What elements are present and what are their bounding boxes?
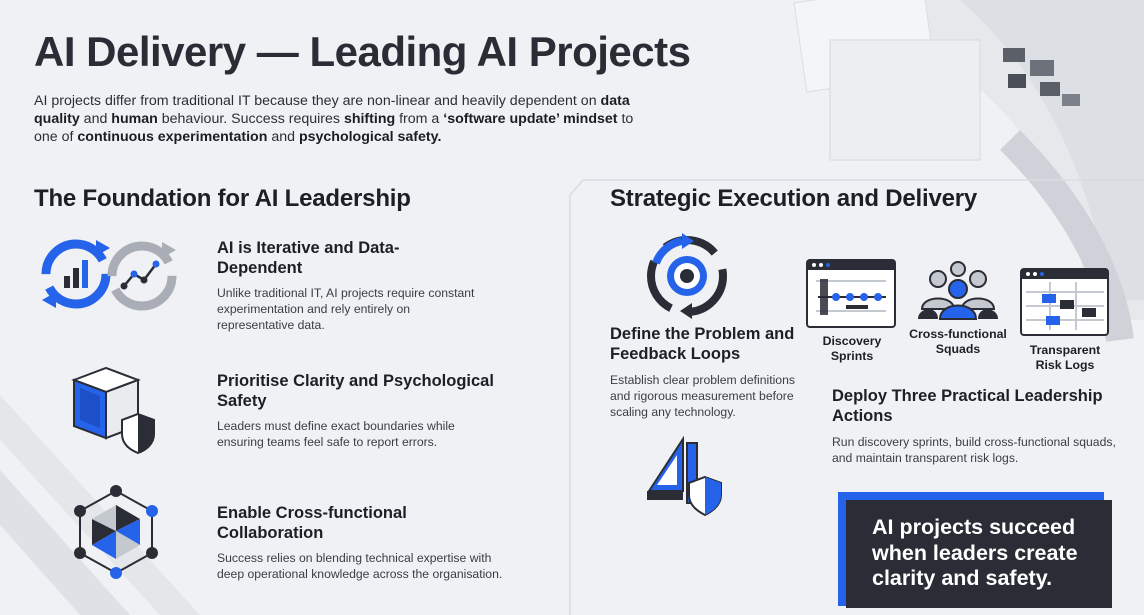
deploy-title: Deploy Three Practical Leadership Action… <box>832 387 1103 425</box>
iterative-cycle-icon <box>36 232 181 317</box>
foundation-item-clarity: Prioritise Clarity and Psychological Saf… <box>217 372 497 450</box>
action-label-risk-logs: Transparent Risk Logs <box>1029 343 1101 372</box>
sprint-board-icon <box>806 259 896 329</box>
deploy-actions-block: Deploy Three Practical Leadership Action… <box>832 387 1122 466</box>
define-title: Define the Problem and Feedback Loops <box>610 325 795 363</box>
item-description: Success relies on blending technical exp… <box>217 551 503 581</box>
item-title: Enable Cross-functional Collaboration <box>217 504 407 542</box>
action-label-squads: Cross-functional Squads <box>909 327 1007 356</box>
intro-paragraph: AI projects differ from traditional IT b… <box>34 93 634 145</box>
item-title: AI is Iterative and Data-Dependent <box>217 239 400 277</box>
ai-shield-logo-icon <box>643 433 728 518</box>
define-description: Establish clear problem definitions and … <box>610 373 795 419</box>
foundation-item-collaboration: Enable Cross-functional Collaboration Su… <box>217 504 517 582</box>
team-people-icon <box>914 259 1002 321</box>
action-label-discovery: Discovery Sprints <box>822 334 882 363</box>
deploy-description: Run discovery sprints, build cross-funct… <box>832 435 1116 465</box>
execution-section-title: Strategic Execution and Delivery <box>610 185 978 212</box>
callout-box: AI projects succeed when leaders create … <box>846 500 1112 608</box>
foundation-section-title: The Foundation for AI Leadership <box>34 185 411 212</box>
target-feedback-icon <box>642 233 732 319</box>
item-title: Prioritise Clarity and Psychological Saf… <box>217 372 494 410</box>
foundation-item-iterative: AI is Iterative and Data-Dependent Unlik… <box>217 239 477 333</box>
cube-shield-icon <box>62 362 162 457</box>
network-collaboration-icon <box>70 485 162 580</box>
callout-text: AI projects succeed when leaders create … <box>872 515 1078 590</box>
item-description: Unlike traditional IT, AI projects requi… <box>217 286 475 332</box>
define-problem-block: Define the Problem and Feedback Loops Es… <box>610 325 810 420</box>
item-description: Leaders must define exact boundaries whi… <box>217 419 455 449</box>
risk-log-icon <box>1020 268 1110 336</box>
page-title: AI Delivery — Leading AI Projects <box>34 28 691 75</box>
